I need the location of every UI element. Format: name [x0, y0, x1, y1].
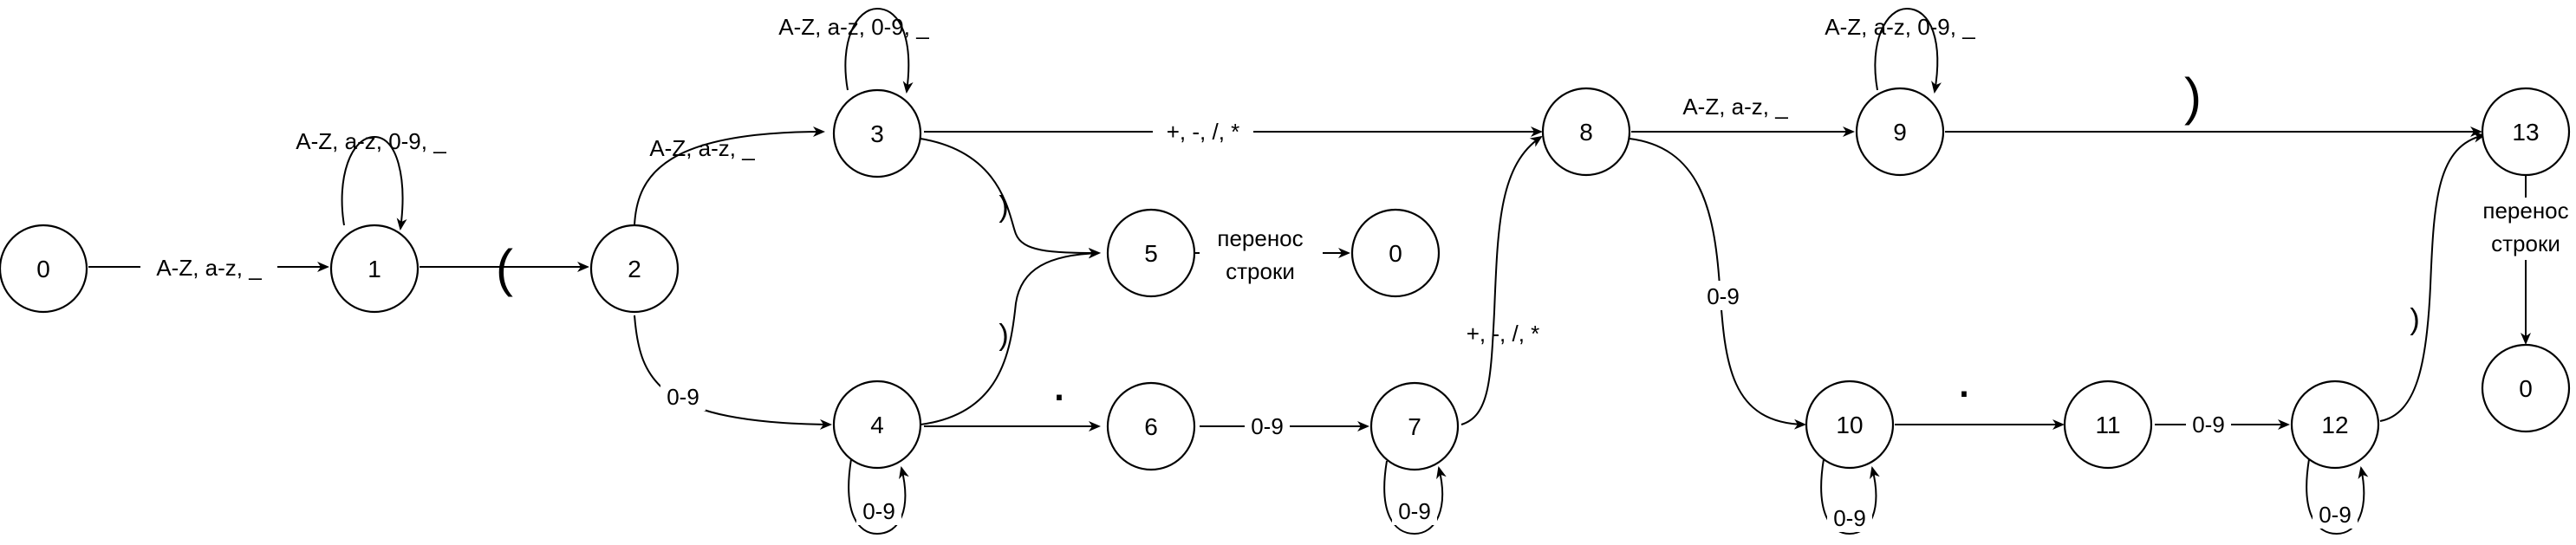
- state-1: 1: [329, 224, 420, 314]
- state-0-start: 0: [0, 224, 88, 314]
- edge-12-self: [2306, 458, 2369, 535]
- state-0-after-5: 0: [1350, 208, 1441, 298]
- edge-7-self: [1383, 460, 1447, 535]
- edge-3-self: [844, 7, 914, 94]
- svg-text:11: 11: [2095, 412, 2120, 438]
- svg-text:12: 12: [2321, 412, 2348, 438]
- label-8-10: 0-9: [1707, 283, 1740, 309]
- svg-text:0: 0: [2519, 375, 2533, 402]
- edge-7-8: [1460, 135, 1543, 425]
- svg-text:4: 4: [870, 412, 884, 438]
- edge-12-13: [2379, 132, 2486, 422]
- svg-text:6: 6: [1144, 413, 1158, 440]
- svg-text:7: 7: [1408, 413, 1421, 440]
- label-3-5: ): [999, 191, 1008, 224]
- label-4-6: .: [1052, 354, 1067, 412]
- label-1-self: A-Z, a-z, 0-9, _: [296, 128, 446, 154]
- edge-2-3: [634, 127, 825, 226]
- edge-4-self: [848, 458, 909, 535]
- label-9-13: ): [2184, 68, 2202, 126]
- label-3-8: +, -, /, *: [1167, 119, 1240, 145]
- svg-text:0: 0: [36, 256, 50, 282]
- state-9: 9: [1855, 87, 1945, 177]
- label-0-1: A-Z, a-z, _: [156, 255, 262, 281]
- label-1-2: (: [496, 239, 513, 297]
- state-8: 8: [1541, 87, 1631, 177]
- svg-text:5: 5: [1144, 240, 1158, 267]
- edge-3-5: [920, 138, 1101, 258]
- label-11-12: 0-9: [2192, 412, 2225, 438]
- state-12: 12: [2290, 380, 2380, 470]
- svg-text:3: 3: [870, 120, 884, 147]
- edge-9-self: [1874, 7, 1942, 94]
- label-6-7: 0-9: [1251, 413, 1284, 439]
- label-2-4: 0-9: [667, 384, 699, 410]
- svg-text:1: 1: [368, 256, 381, 282]
- state-3: 3: [832, 88, 922, 178]
- label-4-self: 0-9: [862, 498, 895, 524]
- state-11: 11: [2063, 380, 2153, 470]
- svg-text:2: 2: [628, 256, 641, 282]
- svg-text:8: 8: [1579, 119, 1593, 146]
- label-5-0-line2: строки: [1226, 258, 1295, 284]
- label-7-8: +, -, /, *: [1467, 321, 1540, 347]
- state-6: 6: [1106, 381, 1196, 471]
- svg-text:9: 9: [1893, 119, 1907, 146]
- label-4-5: ): [999, 319, 1008, 352]
- label-12-13: ): [2410, 303, 2419, 336]
- label-13-0-line2: строки: [2491, 230, 2560, 256]
- label-2-3: A-Z, a-z, _: [649, 135, 755, 161]
- label-10-11: .: [1957, 350, 1972, 408]
- label-7-self: 0-9: [1398, 498, 1431, 524]
- edge-1-self: [341, 135, 407, 230]
- state-13: 13: [2481, 87, 2571, 177]
- label-8-9: A-Z, a-z, _: [1682, 94, 1788, 120]
- label-12-self: 0-9: [2319, 502, 2352, 528]
- label-13-0-line1: перенос: [2482, 198, 2568, 224]
- edge-4-5: [920, 248, 1101, 425]
- label-3-self: A-Z, a-z, 0-9, _: [778, 14, 929, 40]
- state-2: 2: [589, 224, 680, 314]
- edge-10-self: [1820, 458, 1880, 535]
- svg-text:0: 0: [1389, 240, 1402, 267]
- label-5-0-line1: перенос: [1217, 225, 1303, 251]
- label-9-self: A-Z, a-z, 0-9, _: [1825, 14, 1975, 40]
- svg-text:10: 10: [1836, 412, 1863, 438]
- state-10: 10: [1805, 380, 1895, 470]
- label-10-self: 0-9: [1833, 505, 1866, 531]
- state-0-after-13: 0: [2481, 343, 2571, 433]
- state-5: 5: [1106, 208, 1196, 298]
- svg-text:13: 13: [2512, 119, 2539, 146]
- state-4: 4: [832, 380, 922, 470]
- state-7: 7: [1369, 381, 1460, 471]
